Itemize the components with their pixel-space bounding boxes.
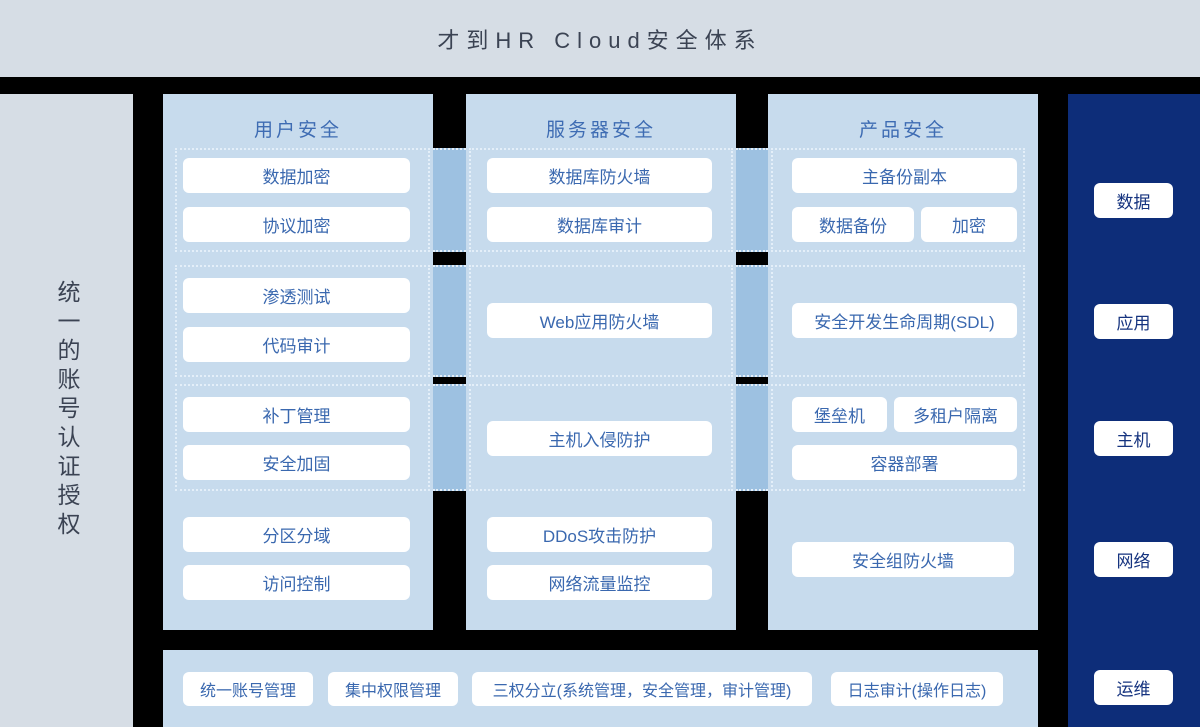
security-item: 数据备份: [792, 207, 914, 242]
layer-badge-network: 网络: [1094, 542, 1173, 577]
layer-badge-application: 应用: [1094, 304, 1173, 339]
security-item: 主备份副本: [792, 158, 1017, 193]
audit-panel: 统一账号管理 集中权限管理 三权分立(系统管理，安全管理，审计管理) 日志审计(…: [163, 650, 1038, 727]
column-connector: [433, 384, 466, 491]
left-sidebar-auth: 统一的账号认证授权: [0, 94, 133, 727]
audit-item: 三权分立(系统管理，安全管理，审计管理): [472, 672, 812, 706]
security-item: 数据加密: [183, 158, 410, 193]
security-item: 安全组防火墙: [792, 542, 1014, 577]
layer-badge-data: 数据: [1094, 183, 1173, 218]
column-header: 用户安全: [253, 120, 342, 141]
security-group: [771, 148, 1025, 252]
layer-badge-operations: 运维: [1094, 670, 1173, 705]
column-header: 产品安全: [858, 120, 947, 141]
audit-item: 集中权限管理: [328, 672, 458, 706]
security-item: 加密: [921, 207, 1017, 242]
security-item: 容器部署: [792, 445, 1017, 480]
page-title: 才到HR Cloud安全体系: [437, 27, 763, 53]
security-item: 分区分域: [183, 517, 410, 552]
security-item: 补丁管理: [183, 397, 410, 432]
left-sidebar-label: 统一的账号认证授权: [54, 280, 80, 541]
security-item: 多租户隔离: [894, 397, 1017, 432]
security-item: 渗透测试: [183, 278, 410, 313]
security-item: DDoS攻击防护: [487, 517, 712, 552]
security-group: [771, 265, 1025, 377]
layer-sidebar: 数据 应用 主机 网络 运维: [1068, 94, 1200, 727]
security-item: 安全加固: [183, 445, 410, 480]
security-item: 协议加密: [183, 207, 410, 242]
audit-item: 日志审计(操作日志): [831, 672, 1003, 706]
security-group: [175, 384, 430, 491]
column-panel-product-security: 产品安全 主备份副本 数据备份 加密 安全开发生命周期(SDL) 堡垒机 多租户…: [768, 94, 1038, 630]
security-item: 主机入侵防护: [487, 421, 712, 456]
column-connector: [736, 384, 768, 491]
security-item: 安全开发生命周期(SDL): [792, 303, 1017, 338]
audit-item: 统一账号管理: [183, 672, 313, 706]
security-item: 堡垒机: [792, 397, 887, 432]
column-connector: [433, 265, 466, 377]
security-item: 网络流量监控: [487, 565, 712, 600]
security-item: 代码审计: [183, 327, 410, 362]
layer-badge-host: 主机: [1094, 421, 1173, 456]
column-panel-server-security: 服务器安全 数据库防火墙 数据库审计 Web应用防火墙 主机入侵防护 DDoS攻…: [466, 94, 736, 630]
security-group: [175, 148, 430, 252]
security-group: [771, 384, 1025, 491]
column-connector: [433, 148, 466, 252]
column-panel-user-security: 用户安全 数据加密 协议加密 渗透测试 代码审计 补丁管理 安全加固 分区分域 …: [163, 94, 433, 630]
security-group: [469, 265, 733, 377]
security-item: 数据库审计: [487, 207, 712, 242]
security-group: [469, 384, 733, 491]
security-item: 访问控制: [183, 565, 410, 600]
column-connector: [736, 148, 768, 252]
column-connector: [736, 265, 768, 377]
header-bar: 才到HR Cloud安全体系: [0, 0, 1200, 77]
security-item: Web应用防火墙: [487, 303, 712, 338]
security-group: [469, 148, 733, 252]
security-group: [175, 265, 430, 377]
column-header: 服务器安全: [545, 120, 656, 141]
security-item: 数据库防火墙: [487, 158, 712, 193]
